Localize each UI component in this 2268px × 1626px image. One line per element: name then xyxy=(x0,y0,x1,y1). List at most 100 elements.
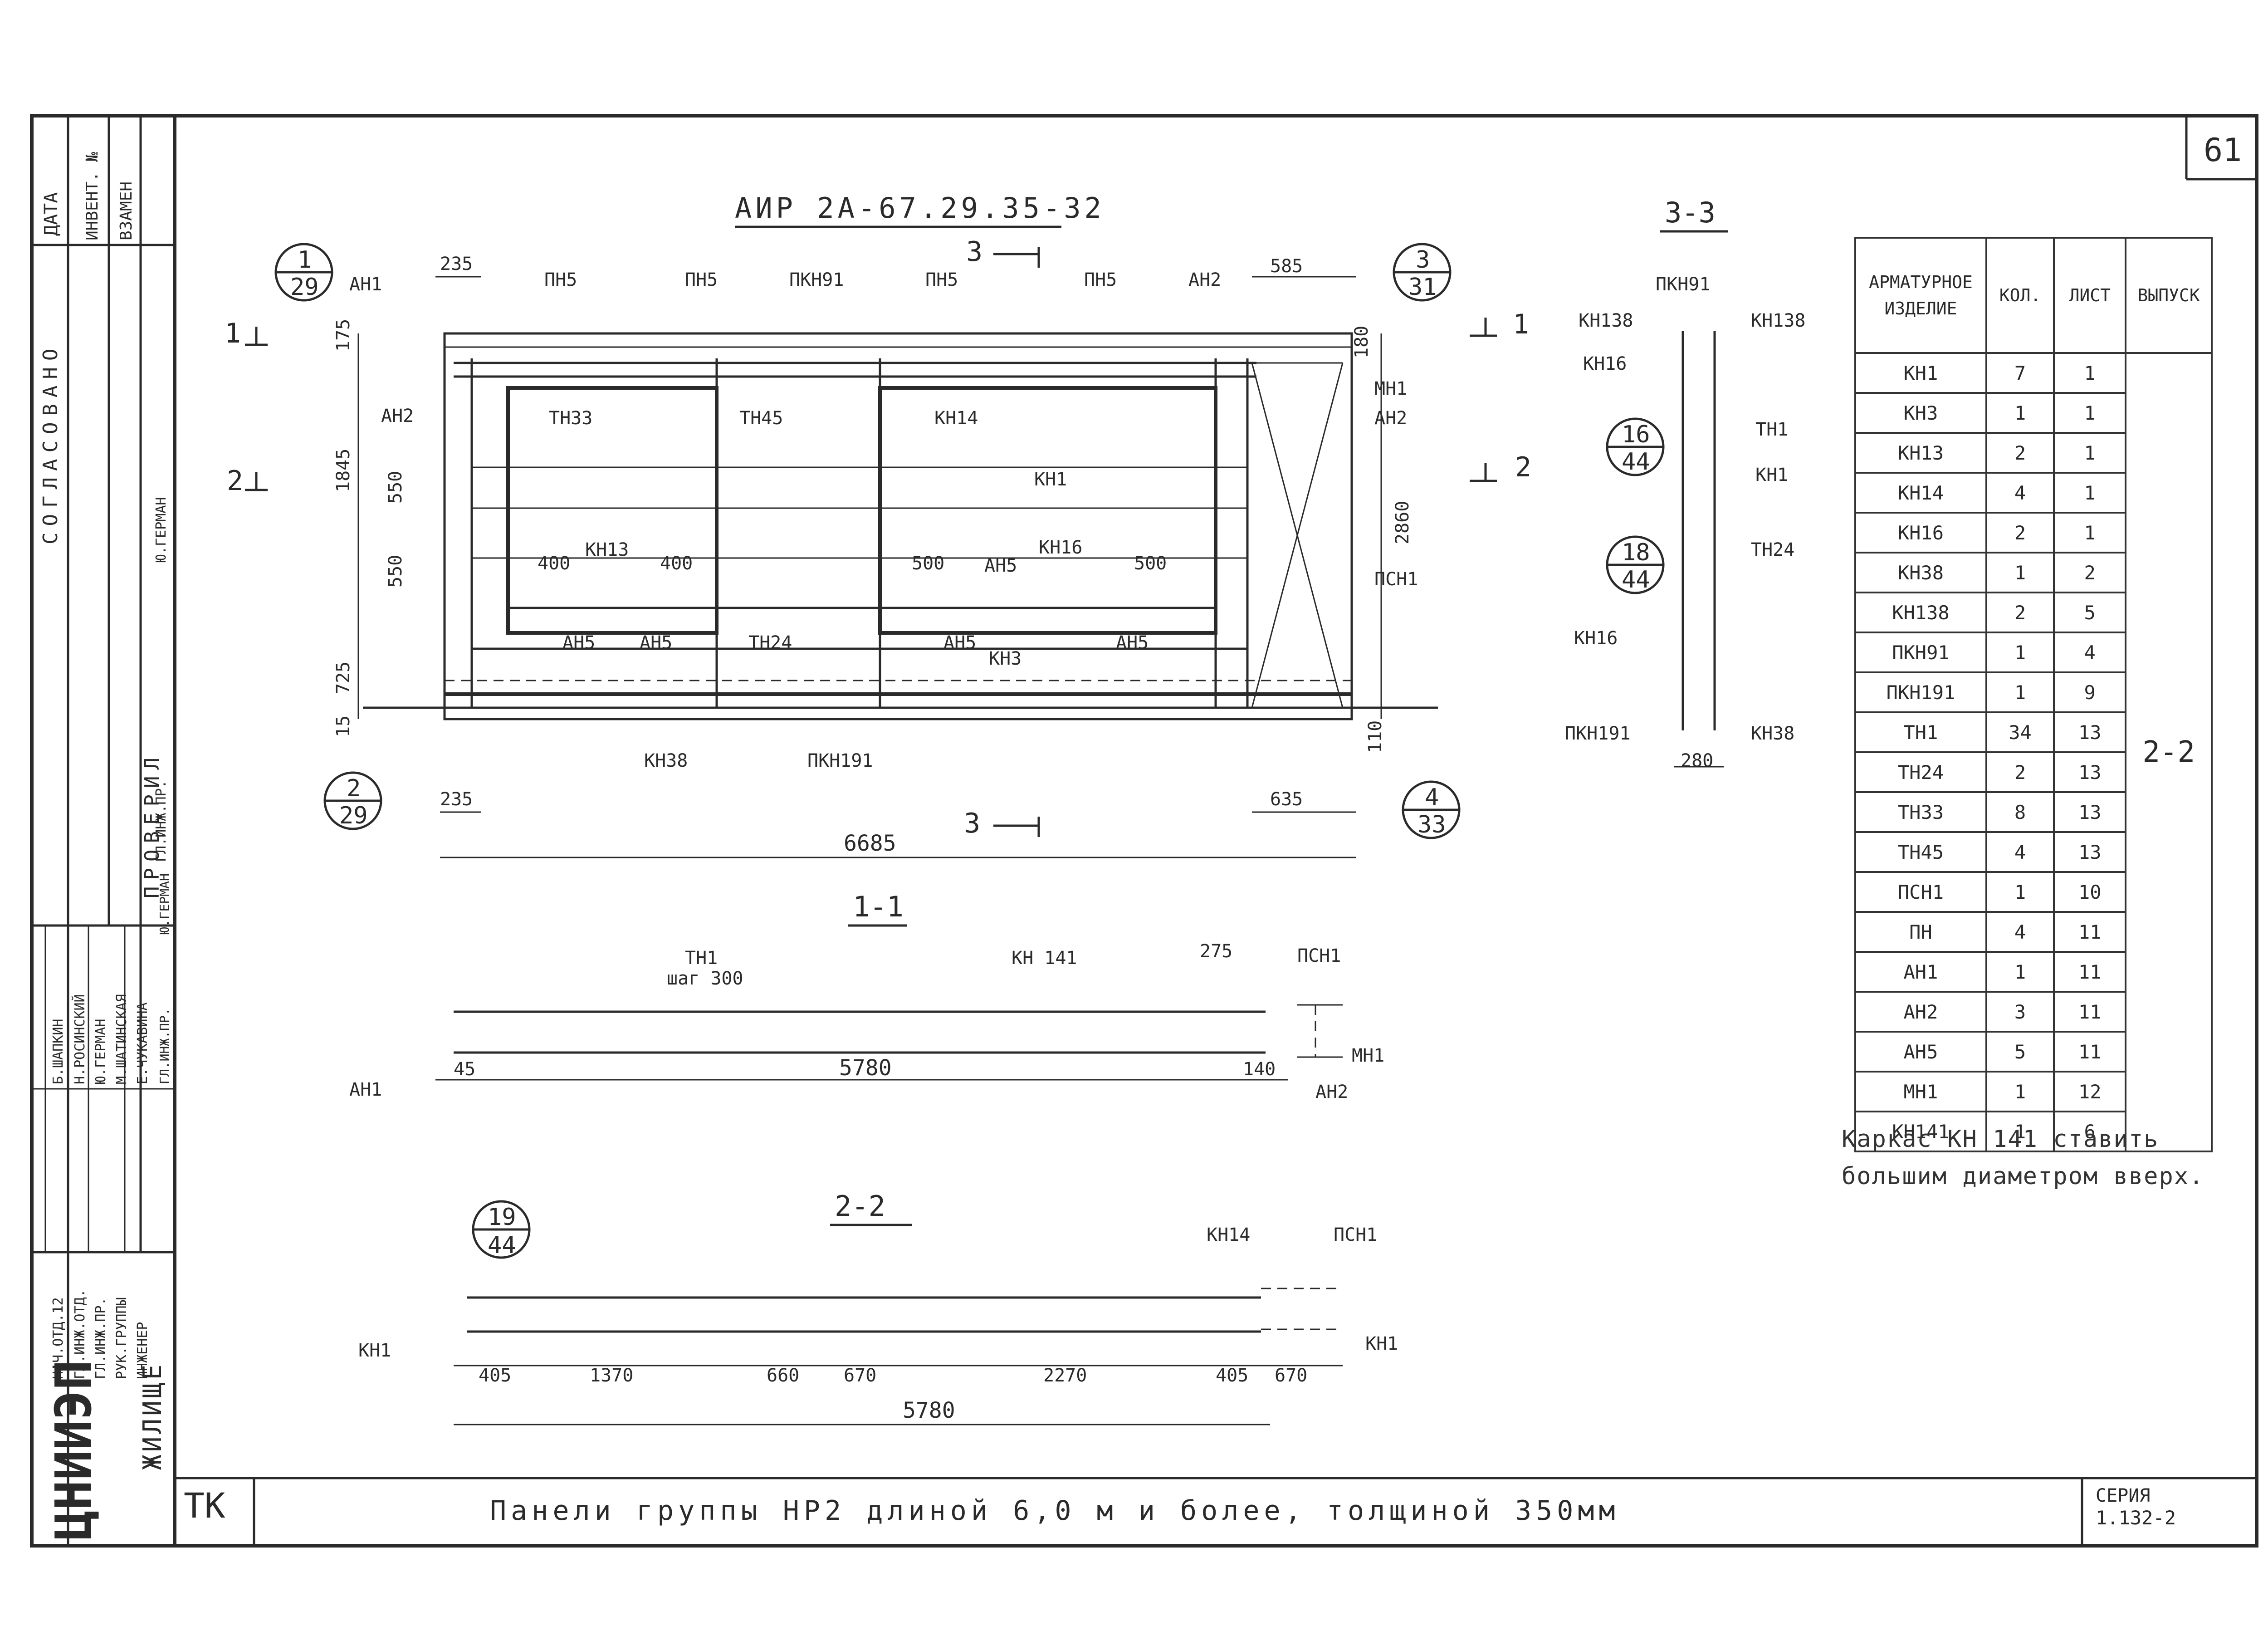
label-kn3: КН3 xyxy=(989,648,1022,669)
spec-item-cell: МН1 xyxy=(1854,1071,1987,1112)
label-kn14-22: КН14 xyxy=(1207,1224,1250,1245)
label-kn16-a: КН16 xyxy=(1583,353,1627,374)
series-value: 1.132-2 xyxy=(2096,1507,2176,1529)
label-pn5-3: ПН5 xyxy=(925,269,958,290)
spec-item-cell: КН138 xyxy=(1854,592,1987,633)
label-kn141: КН 141 xyxy=(1012,948,1077,969)
callout-44: 44 xyxy=(488,1232,516,1259)
dim-670-a: 670 xyxy=(844,1365,876,1386)
dim-585: 585 xyxy=(1270,256,1303,277)
spec-header-row: АРМАТУРНОЕ ИЗДЕЛИЕ КОЛ. ЛИСТ ВЫПУСК xyxy=(1854,237,2213,354)
spec-qty-cell: 1 xyxy=(1985,392,2055,434)
spec-qty-cell: 4 xyxy=(1985,831,2055,873)
spec-item-cell: КН141 xyxy=(1854,1111,1987,1152)
dim-110: 110 xyxy=(1365,720,1386,753)
spec-qty-cell: 2 xyxy=(1985,751,2055,793)
label-an1-11: АН1 xyxy=(349,1079,382,1100)
tk-label: ТК xyxy=(184,1485,225,1526)
label-psn1-22: ПСН1 xyxy=(1334,1224,1377,1245)
sheet-frame xyxy=(30,114,2258,1548)
elevation-callouts xyxy=(274,243,1461,839)
label-tn1-33: ТН1 xyxy=(1755,419,1788,440)
label-tn45: ТН45 xyxy=(739,408,783,429)
section-3-3-title: 3-3 xyxy=(1665,196,1716,229)
label-kn38-33: КН38 xyxy=(1751,723,1794,744)
spec-item-cell: КН16 xyxy=(1854,512,1987,553)
spec-sheet-cell: 13 xyxy=(2053,831,2127,873)
dim-180: 180 xyxy=(1351,326,1372,358)
name-4: М.ШАТИНСКАЯ xyxy=(114,994,130,1084)
spec-sheet-cell: 2 xyxy=(2053,552,2127,593)
label-kn16: КН16 xyxy=(1039,537,1082,558)
label-kn138-b: КН138 xyxy=(1751,310,1805,331)
spec-item-cell: АН5 xyxy=(1854,1031,1987,1073)
org-name: ЖИЛИЩЕ xyxy=(138,1362,167,1470)
role-5: ИНЖЕНЕР xyxy=(135,1322,151,1379)
callout-4-top: 4 xyxy=(1425,784,1439,811)
spec-qty-cell: 3 xyxy=(1985,991,2055,1033)
dim-670-b: 670 xyxy=(1275,1365,1307,1386)
name-5: Е.ЧУКАВИНА xyxy=(135,1002,151,1084)
spec-item-cell: КН1 xyxy=(1854,352,1987,394)
label-pkn91-33: ПКН91 xyxy=(1656,274,1710,295)
strip-replaces-label: ВЗАМЕН xyxy=(117,181,136,240)
label-kn38: КН38 xyxy=(644,750,688,771)
label-pn5-2: ПН5 xyxy=(685,269,718,290)
spec-item-cell: ПН xyxy=(1854,911,1987,953)
page-number: 61 xyxy=(2204,132,2242,169)
section-1-1-drawing xyxy=(435,1004,1343,1081)
callout-1-top: 1 xyxy=(298,246,312,274)
callout-18: 18 xyxy=(1622,539,1650,566)
section-2-2-drawing xyxy=(454,1200,1343,1425)
spec-item-cell: ПКН191 xyxy=(1854,671,1987,713)
series-label: СЕРИЯ xyxy=(2096,1485,2150,1506)
mark-3-top: 3 xyxy=(966,236,982,268)
spec-qty-cell: 2 xyxy=(1985,592,2055,633)
section-2-2-title: 2-2 xyxy=(835,1190,885,1223)
label-kn14: КН14 xyxy=(934,408,978,429)
spec-qty-cell: 1 xyxy=(1985,671,2055,713)
dim-275: 275 xyxy=(1200,941,1232,962)
spec-sheet-cell: 10 xyxy=(2053,871,2127,913)
spec-item-cell: ТН45 xyxy=(1854,831,1987,873)
checked-name-1: Ю.ГЕРМАН xyxy=(153,497,169,563)
dim-5780-11: 5780 xyxy=(839,1055,892,1081)
strip-checked-label: ПРОВЕРИЛ xyxy=(141,751,164,898)
dim-280: 280 xyxy=(1681,750,1713,771)
role-4: РУК.ГРУППЫ xyxy=(114,1297,130,1379)
strip-inventory-label: ИНВЕНТ. № xyxy=(83,152,102,240)
label-kn1-22a: КН1 xyxy=(358,1340,391,1361)
dim-550-1: 550 xyxy=(385,471,406,504)
label-mn1-11: МН1 xyxy=(1352,1045,1384,1066)
section-1-1-labels: ТН1 шаг 300 КН 141 ПСН1 АН1 МН1 АН2 275 … xyxy=(349,941,1384,1102)
label-an5-4: АН5 xyxy=(943,632,976,653)
spec-qty-cell: 1 xyxy=(1985,552,2055,593)
label-an5-3: АН5 xyxy=(640,632,672,653)
note-text: Каркас КН 141 ставить большим диаметром … xyxy=(1842,1126,2204,1190)
dim-1845: 1845 xyxy=(333,449,354,492)
spec-item-cell: КН14 xyxy=(1854,472,1987,514)
spec-item-cell: ТН24 xyxy=(1854,751,1987,793)
spec-sheet-cell: 1 xyxy=(2053,472,2127,514)
strip-approved-label: СОГЛАСОВАНО xyxy=(39,343,62,544)
label-an2-2: АН2 xyxy=(1374,408,1407,429)
label-an2-11: АН2 xyxy=(1315,1082,1348,1102)
spec-sheet-cell: 6 xyxy=(2053,1111,2127,1152)
spec-sheet-cell: 12 xyxy=(2053,1071,2127,1112)
spec-sheet-cell: 4 xyxy=(2053,632,2127,673)
section-marks: 1 1 2 2 3 3 xyxy=(225,236,1531,839)
